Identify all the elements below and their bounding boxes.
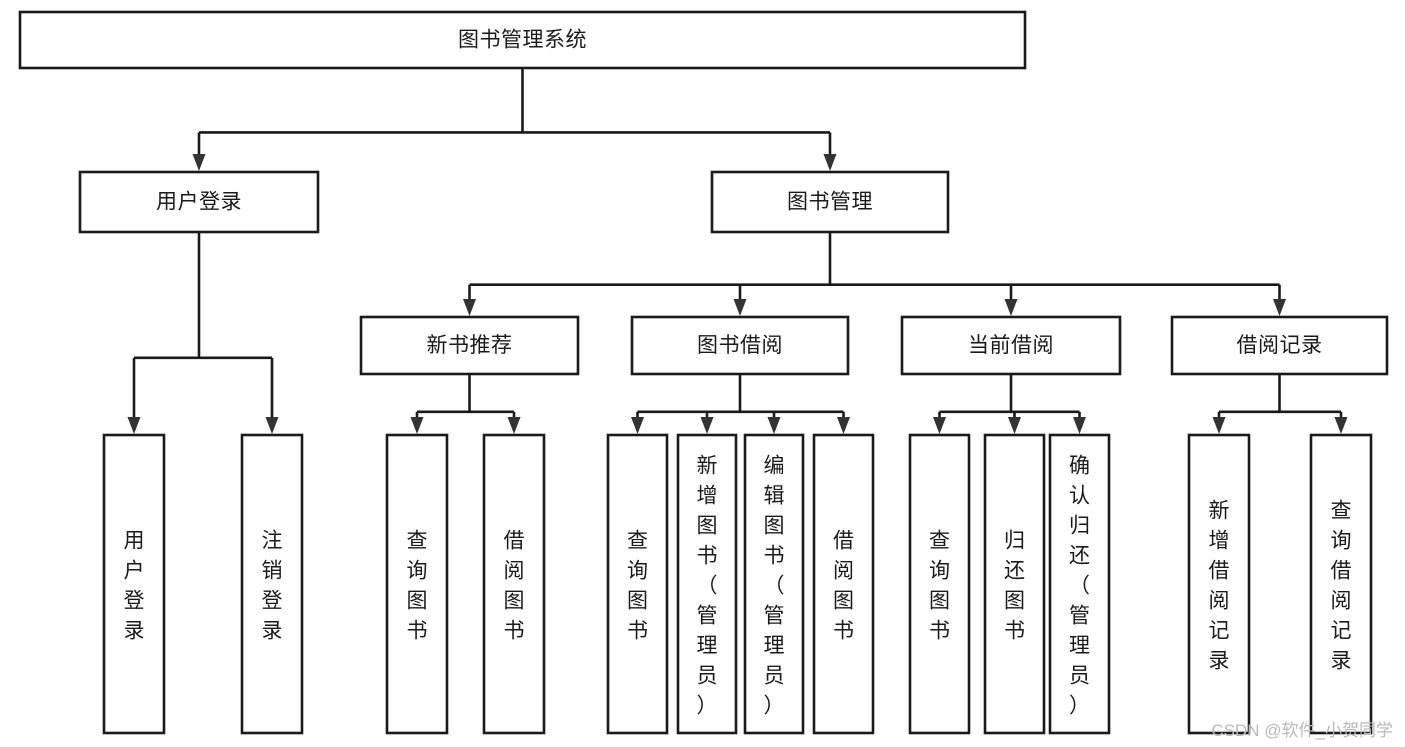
arrow-head-icon — [1334, 417, 1348, 434]
arrow-head-icon — [507, 417, 521, 434]
arrow-head-icon — [823, 154, 837, 171]
node-n-user-login[interactable]: 用户登录 — [78, 170, 320, 234]
node-root[interactable]: 图书管理系统 — [18, 10, 1027, 70]
node-l-cb-query[interactable]: 查询图书 — [908, 433, 971, 735]
arrow-head-icon — [265, 417, 279, 434]
node-box — [983, 433, 1046, 735]
node-label: 当前借阅 — [968, 334, 1054, 357]
arrow-head-icon — [767, 417, 781, 434]
node-n-borrow[interactable]: 图书借阅 — [630, 315, 850, 376]
arrow-head-icon — [127, 417, 141, 434]
node-label: 用户登录 — [124, 529, 145, 642]
arrow-head-icon — [1273, 299, 1286, 316]
node-box — [812, 433, 875, 735]
arrow-head-icon — [1008, 417, 1021, 434]
node-label: 查询图书 — [929, 529, 950, 642]
node-n-book-mgmt[interactable]: 图书管理 — [710, 170, 950, 234]
node-box — [900, 315, 1122, 376]
arrow-head-icon — [1004, 299, 1018, 316]
node-box — [240, 433, 304, 735]
node-box — [359, 315, 580, 376]
node-l-cb-confirm[interactable]: 确认归还（管理员） — [1048, 433, 1111, 735]
node-label: 借阅图书 — [833, 529, 854, 642]
node-n-current[interactable]: 当前借阅 — [900, 315, 1122, 376]
node-box — [676, 433, 738, 735]
node-label: 图书管理 — [787, 191, 873, 214]
connectors-layer — [127, 68, 1348, 434]
node-label: 图书管理系统 — [458, 29, 587, 52]
node-box — [710, 170, 950, 234]
node-label: 查询借阅记录 — [1331, 499, 1352, 672]
node-box — [385, 433, 449, 735]
node-box — [1187, 433, 1251, 735]
watermark-text: CSDN @软件_小贺同学 — [1211, 721, 1393, 740]
node-l-bb-add[interactable]: 新增图书（管理员） — [676, 433, 738, 735]
arrow-head-icon — [1212, 417, 1226, 434]
node-box — [18, 10, 1027, 70]
node-label: 确认归还（管理员） — [1069, 454, 1090, 717]
arrow-head-icon — [631, 417, 644, 434]
node-l-cb-return[interactable]: 归还图书 — [983, 433, 1046, 735]
node-l-bb-edit[interactable]: 编辑图书（管理员） — [743, 433, 805, 735]
node-box — [743, 433, 805, 735]
arrow-head-icon — [837, 417, 850, 434]
node-l-br-add[interactable]: 新增借阅记录 — [1187, 433, 1251, 735]
node-box — [1309, 433, 1373, 735]
node-label: 归还图书 — [1004, 529, 1025, 642]
node-label: 图书借阅 — [697, 334, 783, 357]
node-n-record[interactable]: 借阅记录 — [1170, 315, 1389, 376]
node-box — [1048, 433, 1111, 735]
node-label: 借阅记录 — [1237, 334, 1323, 357]
node-l-user-login[interactable]: 用户登录 — [102, 433, 166, 735]
node-label: 新增借阅记录 — [1209, 499, 1230, 672]
node-l-nr-borrow[interactable]: 借阅图书 — [482, 433, 546, 735]
node-box — [1170, 315, 1389, 376]
node-label: 查询图书 — [627, 529, 648, 642]
arrow-head-icon — [463, 299, 476, 316]
arrow-head-icon — [192, 154, 206, 171]
node-label: 借阅图书 — [504, 529, 525, 642]
node-label: 用户登录 — [156, 191, 242, 214]
node-box — [908, 433, 971, 735]
node-label: 新增图书（管理员） — [697, 454, 718, 717]
node-box — [482, 433, 546, 735]
node-l-br-query[interactable]: 查询借阅记录 — [1309, 433, 1373, 735]
node-box — [102, 433, 166, 735]
node-label: 编辑图书（管理员） — [764, 454, 785, 717]
node-label: 注销登录 — [262, 529, 283, 642]
arrow-head-icon — [933, 417, 946, 434]
arrow-head-icon — [1073, 417, 1086, 434]
node-label: 查询图书 — [407, 529, 428, 642]
node-box — [606, 433, 669, 735]
node-l-nr-query[interactable]: 查询图书 — [385, 433, 449, 735]
arrow-head-icon — [700, 417, 714, 434]
node-box — [630, 315, 850, 376]
arrow-head-icon — [410, 417, 424, 434]
node-l-user-logout[interactable]: 注销登录 — [240, 433, 304, 735]
node-box — [78, 170, 320, 234]
node-l-bb-query[interactable]: 查询图书 — [606, 433, 669, 735]
node-l-bb-borrow[interactable]: 借阅图书 — [812, 433, 875, 735]
node-label: 新书推荐 — [427, 334, 513, 357]
arrow-head-icon — [733, 299, 747, 316]
nodes-layer: 图书管理系统用户登录图书管理新书推荐图书借阅当前借阅借阅记录用户登录注销登录查询… — [18, 10, 1389, 735]
node-n-new-rec[interactable]: 新书推荐 — [359, 315, 580, 376]
